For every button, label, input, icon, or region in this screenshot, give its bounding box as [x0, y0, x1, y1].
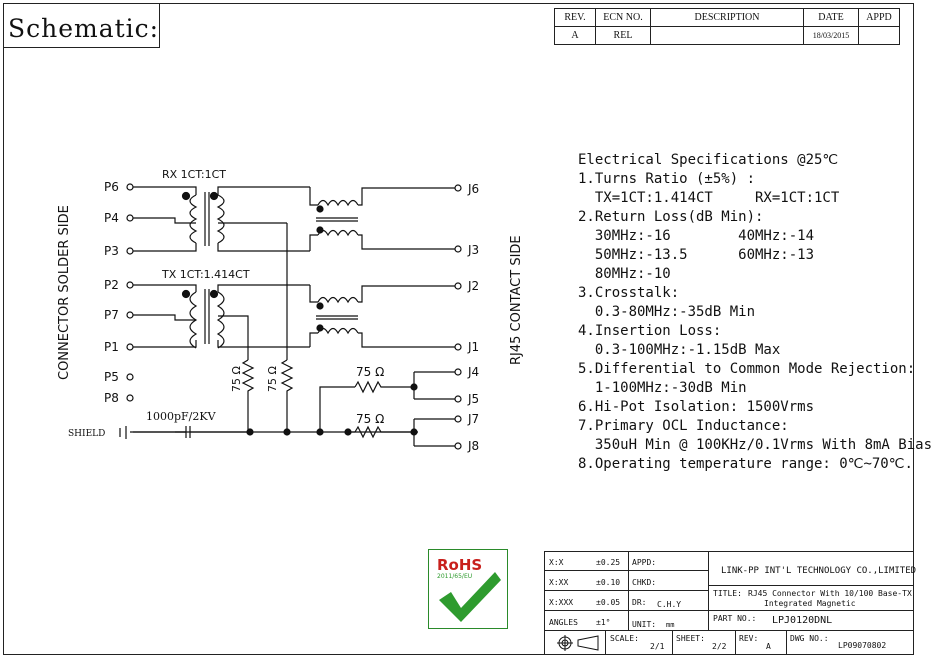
- spec-line: 1.Turns Ratio (±5%) :: [578, 171, 756, 187]
- res-label-1: 75 Ω: [230, 366, 243, 392]
- appd-label: APPD:: [632, 558, 657, 567]
- spec-line: 7.Primary OCL Inductance:: [578, 418, 789, 434]
- pin-j3: J3: [467, 243, 479, 257]
- spec-line: 80MHz:-10: [578, 266, 671, 282]
- spec-line: TX=1CT:1.414CT RX=1CT:1CT: [578, 190, 840, 206]
- revision-table: REV. ECN NO. DESCRIPTION DATE APPD A REL…: [554, 8, 900, 45]
- unit-label: UNIT:: [632, 620, 657, 629]
- title-box: [3, 3, 160, 48]
- spec-line: 350uH Min @ 100KHz/0.1Vrms With 8mA Bias: [578, 437, 932, 453]
- pin-j7: J7: [467, 412, 479, 426]
- part-label: PART NO.:: [713, 614, 757, 623]
- appd-value: [858, 26, 900, 45]
- pin-p5: P5: [104, 370, 119, 384]
- spec-line: 5.Differential to Common Mode Rejection:: [578, 361, 916, 377]
- company-name: LINK-PP INT'L TECHNOLOGY CO.,LIMITED: [721, 566, 917, 576]
- spec-line: 0.3-100MHz:-1.15dB Max: [578, 342, 781, 358]
- right-pin-circles: [454, 184, 462, 450]
- scale-label: SCALE:: [610, 634, 639, 643]
- title-block-border: [544, 551, 914, 655]
- pin-p3: P3: [104, 244, 119, 258]
- pin-p6: P6: [104, 180, 119, 194]
- rohs-sub: 2011/65/EU: [437, 573, 473, 580]
- tx-label: TX 1CT:1.414CT: [161, 268, 250, 281]
- pin-p4: P4: [104, 211, 119, 225]
- spec-line: 3.Crosstalk:: [578, 285, 680, 301]
- spec-line: 30MHz:-16 40MHz:-14: [578, 228, 815, 244]
- rohs-text: RoHS: [437, 556, 483, 574]
- title-label: TITLE:: [713, 589, 742, 598]
- spec-line: 1-100MHz:-30dB Min: [578, 380, 747, 396]
- sheet-value: 2/2: [712, 642, 727, 651]
- pin-p2: P2: [104, 278, 119, 292]
- cap-label: 1000pF/2KV: [146, 410, 217, 423]
- termination-network: [133, 223, 455, 447]
- spec-line: 50MHz:-13.5 60MHz:-13: [578, 247, 815, 263]
- tx-transformer: [133, 284, 310, 360]
- pin-j5: J5: [467, 392, 479, 406]
- res-label-2: 75 Ω: [266, 366, 279, 392]
- projection-symbol-icon: [557, 635, 599, 651]
- rx-transformer: [133, 186, 310, 252]
- dwg-label: DWG NO.:: [790, 634, 829, 643]
- tol-label: X:X: [549, 558, 564, 567]
- res-label-4: 75 Ω: [356, 412, 384, 426]
- pin-j4: J4: [467, 365, 479, 379]
- left-side-label: CONNECTOR SOLDER SIDE: [57, 205, 72, 380]
- pin-j8: J8: [467, 439, 479, 453]
- scale-value: 2/1: [650, 642, 665, 651]
- res-label-3: 75 Ω: [356, 365, 384, 379]
- title-value-1: RJ45 Connector With 10/100 Base-TX: [748, 589, 912, 598]
- right-side-label: RJ45 CONTACT SIDE: [509, 235, 524, 365]
- chkd-label: CHKD:: [632, 578, 657, 587]
- rohs-logo: RoHS 2011/65/EU: [428, 549, 508, 629]
- unit-value: mm: [666, 621, 675, 629]
- spec-line: 4.Insertion Loss:: [578, 323, 722, 339]
- dr-label: DR:: [632, 598, 647, 607]
- tol-value: ±0.25: [596, 558, 621, 567]
- left-pin-circles: [126, 183, 134, 402]
- ecn-value: REL: [595, 26, 651, 45]
- drawing-frame: [3, 3, 914, 655]
- pin-p7: P7: [104, 308, 119, 322]
- pin-j6: J6: [467, 182, 479, 196]
- dwg-value: LP09070802: [838, 641, 887, 650]
- tol-value: ±1°: [596, 618, 611, 627]
- spec-line: 0.3-80MHz:-35dB Min: [578, 304, 756, 320]
- spec-line: 6.Hi-Pot Isolation: 1500Vrms: [578, 399, 815, 415]
- tol-value: ±0.05: [596, 598, 621, 607]
- tol-label: ANGLES: [549, 618, 578, 627]
- shield-capacitor: [119, 426, 248, 439]
- rev-value-tb: A: [766, 642, 771, 651]
- dr-value: C.H.Y: [657, 600, 682, 609]
- pin-p8: P8: [104, 391, 119, 405]
- rev-label: REV:: [739, 634, 759, 643]
- tol-label: X:XX: [549, 578, 569, 587]
- rx-choke: [309, 187, 455, 251]
- shield-label: SHIELD: [68, 429, 105, 439]
- spec-line: 2.Return Loss(dB Min):: [578, 209, 764, 225]
- sheet-label: SHEET:: [676, 634, 705, 643]
- title-value-2: Integrated Magnetic: [764, 599, 856, 608]
- spec-line: Electrical Specifications @25℃: [578, 152, 839, 168]
- page-title: Schematic:: [8, 14, 160, 43]
- pin-j1: J1: [467, 340, 479, 354]
- rev-value: A: [554, 26, 596, 45]
- tx-choke: [309, 285, 455, 348]
- date-value: 18/03/2015: [803, 26, 859, 45]
- part-value: LPJ0120DNL: [772, 615, 833, 626]
- tol-label: X:XXX: [549, 598, 574, 607]
- spec-line: 8.Operating temperature range: 0℃~70℃.: [578, 456, 913, 472]
- tol-value: ±0.10: [596, 578, 621, 587]
- checkmark-icon: [439, 572, 501, 622]
- pin-j2: J2: [467, 279, 479, 293]
- rx-label: RX 1CT:1CT: [162, 168, 226, 181]
- pin-p1: P1: [104, 340, 119, 354]
